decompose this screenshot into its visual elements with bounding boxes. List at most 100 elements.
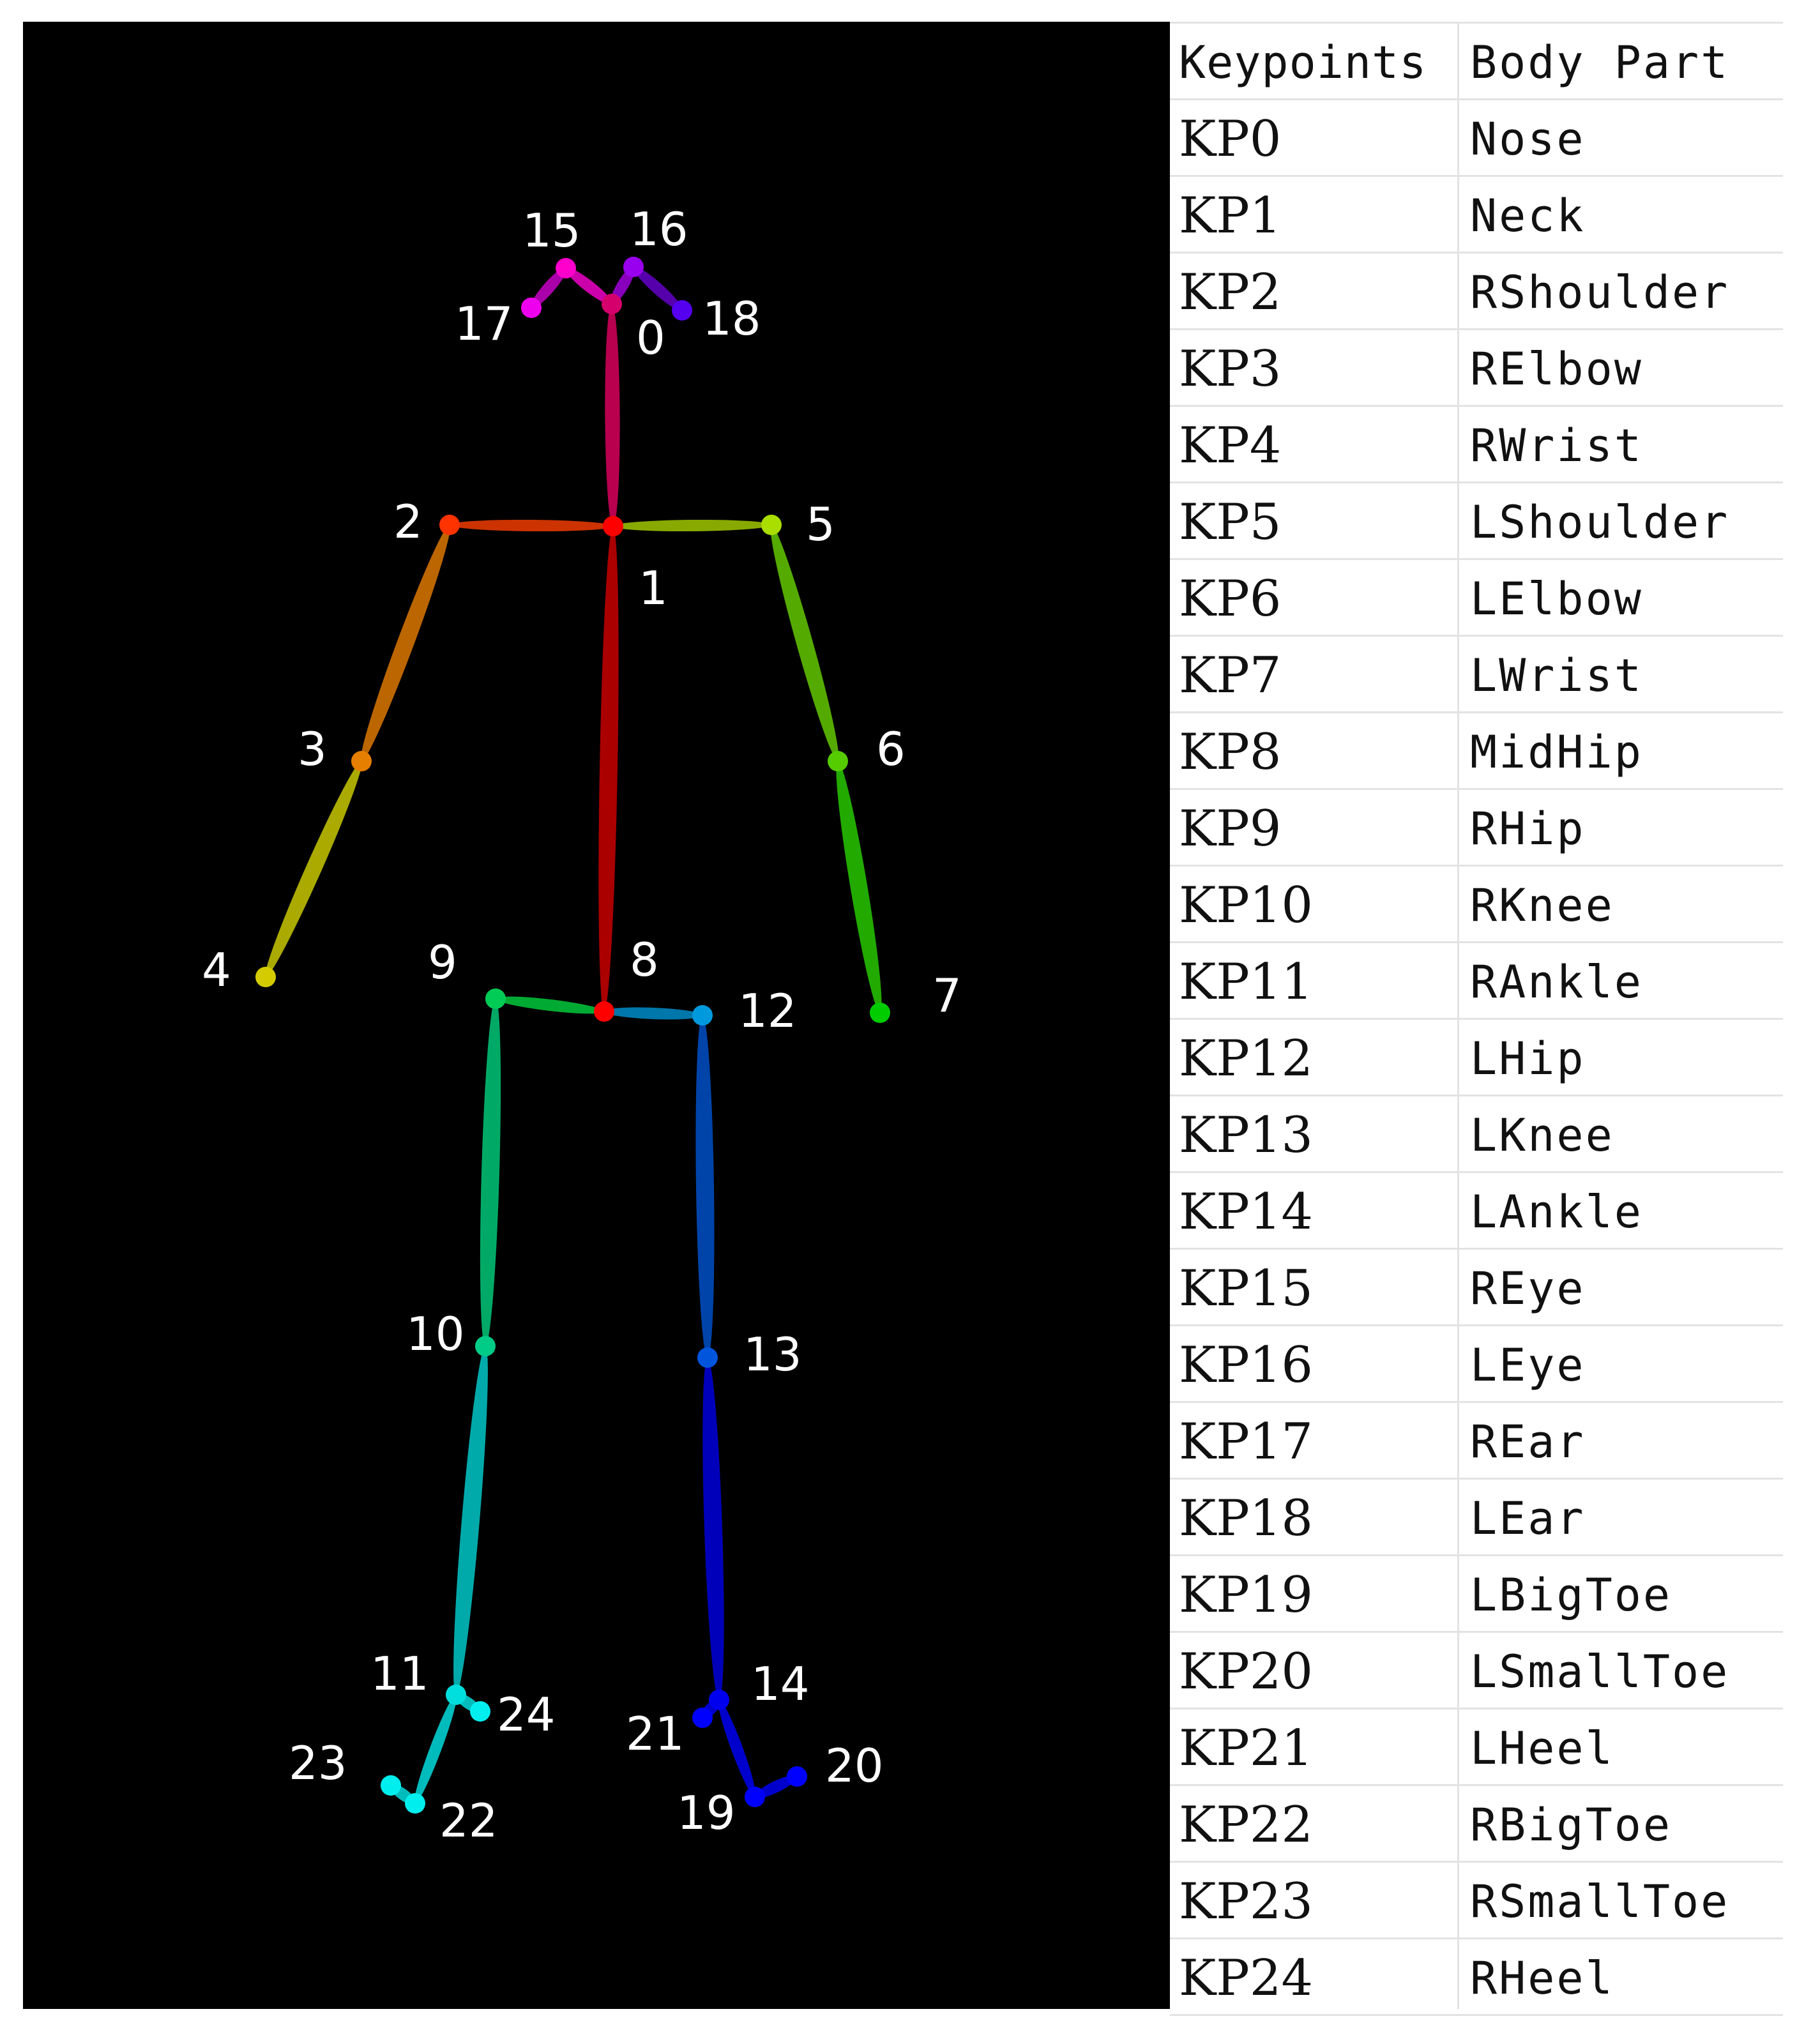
keypoint-label-12: 12 <box>738 984 797 1038</box>
keypoint-id-cell: KP10 <box>1179 877 1314 934</box>
joint-3 <box>351 751 372 771</box>
table-grid-line <box>1170 1324 1783 1326</box>
table-grid-line <box>1170 1937 1783 1939</box>
bone-0-15 <box>565 268 612 305</box>
keypoint-id-cell: KP23 <box>1179 1873 1314 1930</box>
keypoint-id-cell: KP18 <box>1179 1490 1314 1547</box>
table-grid-line <box>1170 1248 1783 1250</box>
joint-15 <box>556 258 576 278</box>
table-row: KP11 RAnkle <box>1170 941 1783 1018</box>
joints-layer <box>255 257 890 1814</box>
keypoint-id-cell: KP11 <box>1179 953 1314 1011</box>
body-part-cell: Nose <box>1470 113 1586 165</box>
body-part-cell: REye <box>1470 1262 1586 1315</box>
bone-0-16 <box>610 266 635 305</box>
body-part-cell: RSmallToe <box>1470 1875 1730 1928</box>
joint-22 <box>405 1793 425 1814</box>
keypoint-id-cell: KP24 <box>1179 1950 1314 2007</box>
bone-1-8 <box>598 526 619 1012</box>
joint-9 <box>485 989 506 1009</box>
table-grid-line <box>1170 405 1783 407</box>
body-part-cell: LBigToe <box>1470 1569 1672 1621</box>
body-part-cell: LHip <box>1470 1033 1586 1085</box>
keypoint-label-14: 14 <box>751 1657 810 1711</box>
keypoint-label-4: 4 <box>202 943 231 997</box>
table-grid-line <box>1170 328 1783 330</box>
keypoint-label-11: 11 <box>370 1647 429 1701</box>
bone-1-0 <box>605 303 620 527</box>
table-row: KP19 LBigToe <box>1170 1554 1783 1631</box>
table-grid-line <box>1170 1631 1783 1633</box>
joint-19 <box>745 1787 765 1807</box>
keypoint-id-cell: KP0 <box>1179 110 1282 168</box>
keypoint-label-6: 6 <box>876 722 906 776</box>
keypoint-id-cell: KP6 <box>1179 570 1282 628</box>
keypoint-id-cell: KP9 <box>1179 800 1282 858</box>
keypoint-id-cell: KP19 <box>1179 1566 1314 1624</box>
table-grid-line <box>1170 865 1783 867</box>
bone-15-17 <box>531 268 566 308</box>
keypoint-label-9: 9 <box>428 936 457 989</box>
table-header-row: Keypoints Body Part <box>1170 22 1783 98</box>
table-grid-line <box>1170 1861 1783 1863</box>
keypoint-id-cell: KP7 <box>1179 647 1282 704</box>
keypoint-label-3: 3 <box>298 722 327 776</box>
joint-10 <box>475 1336 496 1356</box>
table-column-divider <box>1457 22 1459 2009</box>
body-part-cell: RKnee <box>1470 879 1614 932</box>
table-grid-line <box>1170 481 1783 483</box>
joint-4 <box>255 967 276 987</box>
table-row: KP13 LKnee <box>1170 1095 1783 1171</box>
joint-23 <box>381 1775 401 1796</box>
keypoint-id-cell: KP8 <box>1179 724 1282 781</box>
bone-6-7 <box>836 761 882 1013</box>
bone-1-5 <box>612 519 772 532</box>
bone-14-19 <box>718 1699 756 1798</box>
joint-24 <box>470 1701 490 1722</box>
bone-8-12 <box>603 1007 703 1020</box>
keypoint-label-19: 19 <box>677 1786 736 1840</box>
keypoint-label-0: 0 <box>636 311 665 365</box>
keypoint-label-20: 20 <box>825 1739 884 1792</box>
table-grid-line <box>1170 1708 1783 1709</box>
body-part-cell: LKnee <box>1470 1109 1614 1162</box>
keypoint-id-cell: KP13 <box>1179 1107 1314 1164</box>
joint-7 <box>870 1003 890 1023</box>
keypoint-id-cell: KP3 <box>1179 340 1282 398</box>
body-part-cell: MidHip <box>1470 726 1643 778</box>
table-grid-line <box>1170 941 1783 943</box>
table-grid-line <box>1170 1018 1783 1020</box>
body-part-cell: RWrist <box>1470 420 1643 472</box>
joint-13 <box>697 1347 718 1368</box>
keypoint-label-8: 8 <box>630 933 659 987</box>
bone-13-14 <box>702 1357 724 1701</box>
bones-layer <box>265 266 882 1805</box>
body-part-cell: RAnkle <box>1470 956 1643 1008</box>
table-grid-line <box>1170 175 1783 177</box>
keypoint-id-cell: KP1 <box>1179 187 1282 245</box>
bone-8-9 <box>495 996 605 1014</box>
joint-14 <box>709 1690 729 1710</box>
keypoint-id-cell: KP2 <box>1179 264 1282 321</box>
table-grid-line <box>1170 1095 1783 1096</box>
body-part-cell: LEye <box>1470 1339 1586 1391</box>
keypoint-label-10: 10 <box>406 1307 465 1361</box>
keypoint-id-cell: KP14 <box>1179 1183 1314 1241</box>
keypoint-id-cell: KP21 <box>1179 1720 1314 1777</box>
body-part-cell: LWrist <box>1470 649 1643 702</box>
joint-8 <box>594 1001 614 1022</box>
keypoint-id-cell: KP22 <box>1179 1796 1314 1854</box>
